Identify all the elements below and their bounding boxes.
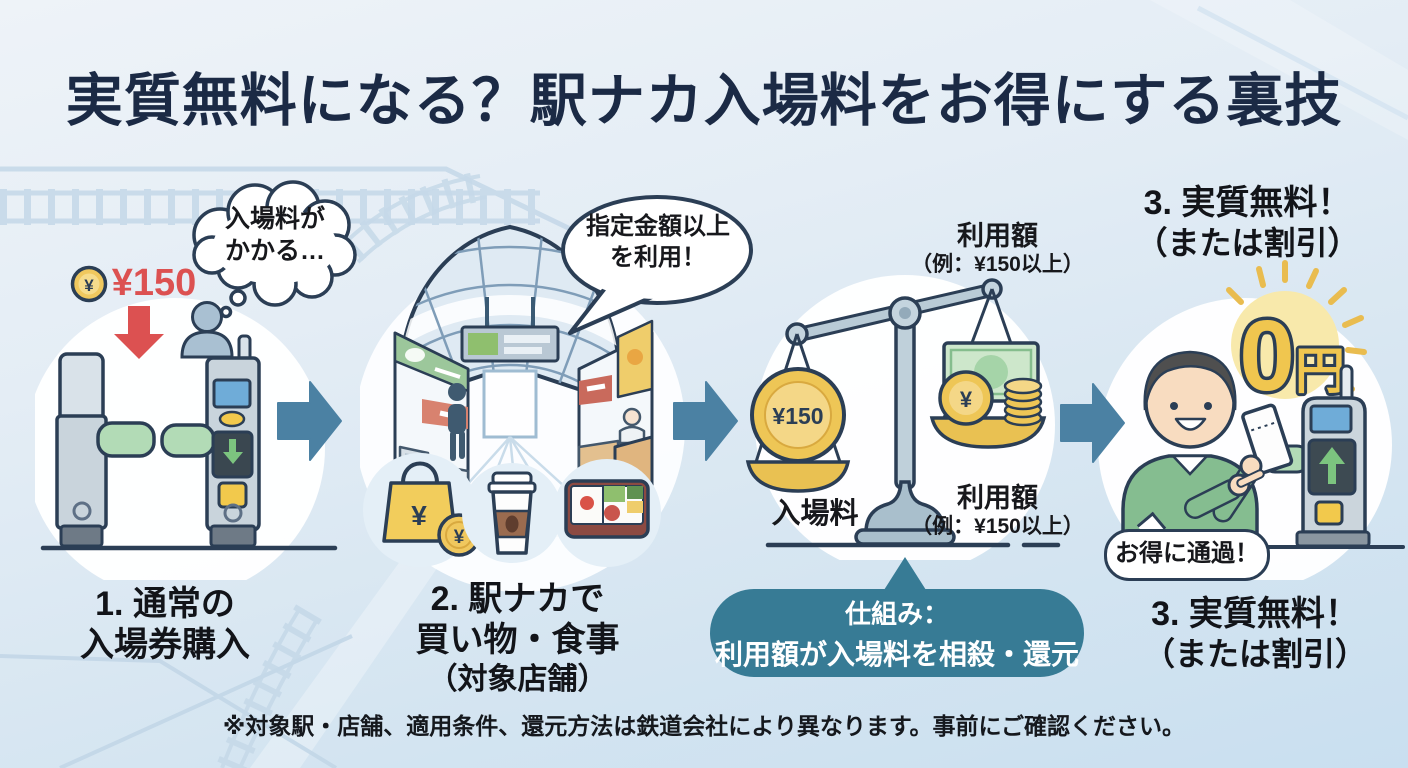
yen-coin-icon: ¥ (70, 265, 108, 303)
light-streak (250, 520, 470, 768)
waiting-person-icon (180, 301, 234, 359)
flow-arrow-icon (673, 381, 738, 461)
step1-thought-bubble-text: 入場料が かかる… (196, 203, 354, 267)
railway-track-bottom-left (0, 604, 353, 768)
light-streak (1150, 0, 1408, 140)
step4-heading: 3. 実質無料！ （または割引） (1100, 183, 1395, 264)
usage-label-line1: 利用額 (957, 483, 1038, 513)
bag-yen-symbol: ¥ (411, 500, 427, 531)
usage-amount-label: 利用額 （例：¥150以上） (905, 482, 1090, 540)
caption-line3: （対象店舗） (427, 662, 608, 696)
thought-line2: かかる… (224, 237, 325, 265)
flow-arrow-icon (277, 381, 342, 461)
usage-label-line2: （例：¥150以上） (911, 515, 1084, 539)
caption-line2: 入場券購入 (80, 626, 250, 665)
thought-line1: 入場料が (224, 205, 325, 233)
gate-screen (1309, 404, 1353, 434)
gate-up-arrow-icon (1319, 447, 1345, 484)
entry-fee-label: 入場料 (771, 498, 859, 530)
ticket-icon (1241, 403, 1294, 475)
gate-flap-right (160, 423, 216, 458)
corridor-end (482, 369, 538, 439)
mechanism-line1: 仕組み： (844, 598, 949, 629)
zero-yen-glow (1226, 260, 1367, 399)
exit-gate-illustration (1139, 364, 1405, 549)
mechanism-callout: 仕組み： 利用額が入場料を相殺・還元 (710, 589, 1084, 677)
entry-fee-coin-value: ¥150 (772, 403, 823, 429)
caption-line2: 買い物・食事 (415, 621, 620, 660)
railway-track-curved-top (341, 171, 487, 264)
step2-caption: 2. 駅ナカで 買い物・食事 （対象店舗） (365, 579, 670, 699)
light-streak (1196, 5, 1408, 121)
speech-line2: を利用！ (610, 243, 706, 271)
speech-line1: 指定金額以上 (586, 213, 730, 240)
vendor-person (622, 407, 642, 427)
gate-flap-left (96, 421, 156, 458)
coffee-cup-icon (462, 463, 562, 563)
top-label-line1: 利用額 (957, 221, 1038, 251)
step1-illustration: ¥ (35, 180, 357, 580)
coin-yen-symbol: ¥ (960, 387, 973, 412)
caption-line1: 1. 通常の (95, 585, 235, 623)
scale-top-label: 利用額 （例：¥150以上） (905, 220, 1090, 278)
heading-line1: 3. 実質無料！ (1143, 184, 1352, 222)
gate-screen (212, 378, 252, 409)
red-down-arrow-icon (114, 306, 164, 359)
step4-speech-bubble: お得に通過！ (1104, 529, 1270, 581)
coin-stack-icon (1003, 377, 1043, 427)
bento-box-icon (553, 459, 661, 567)
heading-line2: （または割引） (1135, 225, 1360, 262)
balance-scale-illustration: ¥150 ¥ (745, 278, 1061, 548)
step2-illustration: ¥ ¥ (360, 195, 753, 592)
thought-bubble-icon (192, 180, 357, 319)
flow-arrow-icon (1060, 383, 1125, 463)
top-label-line2: （例：¥150以上） (911, 253, 1084, 277)
step4-illustration: 0 円 (1098, 260, 1405, 580)
mechanism-line2: 利用額が入場料を相殺・還元 (714, 638, 1079, 670)
walking-person-icon (448, 383, 466, 461)
page-title: 実質無料になる？駅ナカ入場料をお得にする裏技 (65, 69, 1343, 133)
coin-yen-symbol: ¥ (454, 527, 465, 548)
gate-down-arrow-icon (223, 439, 243, 464)
zero-yen-unit: 円 (1295, 343, 1345, 399)
ic-touch-pad (217, 481, 248, 509)
usage-coin-icon: ¥ (938, 370, 994, 426)
mechanism-pointer (884, 557, 926, 590)
shopping-bag-icon: ¥ ¥ (363, 453, 481, 567)
zero-yen-digit: 0 (1239, 300, 1295, 412)
coin-yen-symbol: ¥ (84, 276, 94, 295)
step2-speech-bubble-text: 指定金額以上 を利用！ (570, 212, 746, 273)
ic-touch-pad (1314, 500, 1344, 526)
step3-illustration: ¥150 ¥ (745, 275, 1061, 560)
caption-line1: 2. 駅ナカで (430, 580, 605, 618)
caption-line1: 3. 実質無料！ (1151, 595, 1359, 633)
left-pan (745, 460, 851, 493)
ticket-gate-illustration (40, 334, 338, 551)
hanging-sign (460, 297, 560, 363)
step4-caption: 3. 実質無料！ （または割引） (1105, 594, 1405, 675)
speech-bubble-icon (561, 195, 753, 335)
disclaimer-note: ※対象駅・店舗、適用条件、還元方法は鉄道会社により異なります。事前にご確認くださ… (222, 713, 1186, 739)
caption-line2: （または割引） (1142, 636, 1367, 673)
step1-entry-fee-price: ¥150 (111, 262, 197, 304)
step1-caption: 1. 通常の 入場券購入 (40, 584, 290, 667)
